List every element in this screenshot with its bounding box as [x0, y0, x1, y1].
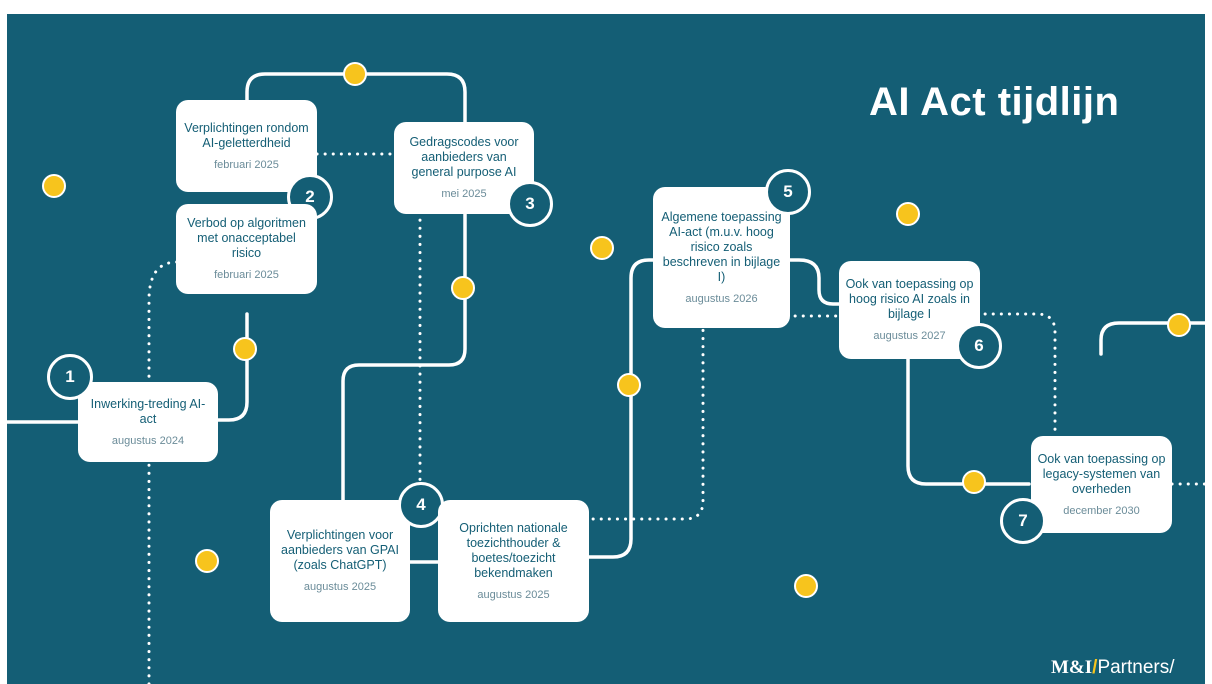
- timeline-lines: [7, 72, 1205, 684]
- milestone-text: Verplichtingen voor aanbieders van GPAI …: [281, 528, 399, 572]
- dotted-line-6-right: [975, 312, 1057, 434]
- milestone-text: Gedragscodes voor aanbieders van general…: [409, 135, 519, 179]
- solid-line-4-5: [585, 258, 657, 559]
- milestone-text: Verplichtingen rondom AI-geletterdheid: [184, 120, 309, 150]
- yellow-dot: [896, 202, 920, 226]
- milestone-text: Ook van toepassing op legacy-systemen va…: [1037, 451, 1166, 496]
- logo-brand: M&I: [1051, 657, 1093, 678]
- yellow-dot: [794, 574, 818, 598]
- milestone-date: februari 2025: [214, 269, 279, 281]
- milestone-text: Verbod op algoritmen met onacceptabel ri…: [187, 216, 306, 260]
- yellow-dot: [617, 373, 641, 397]
- solid-line-1-2: [213, 312, 249, 422]
- milestone-badge-3: 3: [507, 181, 553, 227]
- milestone-date: augustus 2025: [303, 581, 377, 593]
- milestone-card-4: Verplichtingen voor aanbieders van GPAI …: [270, 500, 410, 622]
- logo-tail: Partners/: [1097, 657, 1175, 678]
- milestone-card-2b: Verbod op algoritmen met onacceptabel ri…: [176, 204, 317, 294]
- yellow-dot: [42, 174, 66, 198]
- milestone-text: Algemene toepassing AI-act (m.u.v. hoog …: [661, 209, 782, 284]
- milestone-text: Oprichten nationale toezichthouder & boe…: [459, 520, 568, 580]
- dotted-line-left: [147, 260, 181, 684]
- milestone-date: augustus 2024: [111, 434, 185, 447]
- yellow-dot: [1167, 313, 1191, 337]
- milestone-badge-7: 7: [1000, 498, 1046, 544]
- milestone-date: augustus 2025: [477, 588, 550, 601]
- milestone-badge-1: 1: [47, 354, 93, 400]
- company-logo: M&I/Partners/: [1051, 657, 1175, 679]
- milestone-text: Ook van toepassing op hoog risico AI zoa…: [845, 277, 974, 321]
- milestone-badge-6: 6: [956, 323, 1002, 369]
- timeline-canvas: AI Act tijdlijn Inwerking-treding AI-act…: [7, 14, 1205, 684]
- milestone-badge-5: 5: [765, 169, 811, 215]
- page-title: AI Act tijdlijn: [869, 80, 1120, 124]
- yellow-dot: [962, 470, 986, 494]
- milestone-text: Inwerking-treding AI-act: [90, 396, 206, 426]
- logo-slash: /: [1092, 657, 1098, 678]
- milestone-date: mei 2025: [441, 188, 487, 200]
- dotted-line-4-5: [583, 327, 705, 521]
- milestone-date: december 2030: [1063, 504, 1140, 517]
- milestone-date: augustus 2026: [685, 292, 758, 305]
- milestone-date: februari 2025: [214, 158, 279, 171]
- milestone-card-3: Gedragscodes voor aanbieders van general…: [394, 122, 534, 214]
- solid-line-end: [1099, 321, 1205, 356]
- solid-line-5-6: [785, 258, 841, 306]
- yellow-dot: [195, 549, 219, 573]
- milestone-date: augustus 2027: [873, 330, 946, 342]
- solid-line-3-4: [341, 210, 467, 504]
- milestone-card-7: Ook van toepassing op legacy-systemen va…: [1031, 436, 1172, 533]
- milestone-badge-4: 4: [398, 482, 444, 528]
- milestone-card-2: Verplichtingen rondom AI-geletterdheid f…: [176, 100, 317, 192]
- yellow-dot: [590, 236, 614, 260]
- solid-line-6-7: [906, 357, 1031, 486]
- milestone-card-4b: Oprichten nationale toezichthouder & boe…: [438, 500, 589, 622]
- milestone-card-1: Inwerking-treding AI-act augustus 2024: [78, 382, 218, 462]
- yellow-dot: [451, 276, 475, 300]
- milestone-card-5: Algemene toepassing AI-act (m.u.v. hoog …: [653, 187, 790, 328]
- yellow-dot: [233, 337, 257, 361]
- yellow-dot: [343, 62, 367, 86]
